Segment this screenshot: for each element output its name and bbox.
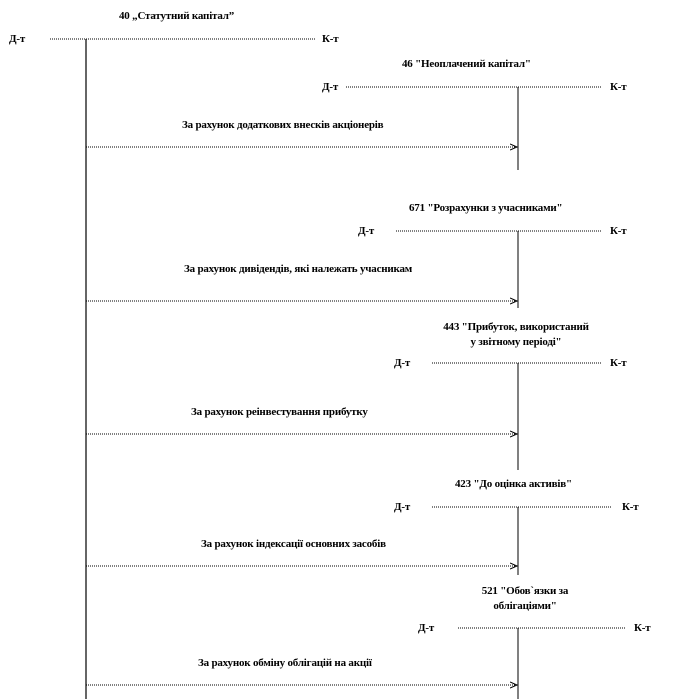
main-account-credit-label: К-т xyxy=(322,33,339,45)
entry-3-debit-label: Д-т xyxy=(394,357,411,369)
entry-5-description: За рахунок обміну облігацій на акції xyxy=(198,657,372,669)
entry-5-debit-label: Д-т xyxy=(418,622,435,634)
entry-1-credit-label: К-т xyxy=(610,81,627,93)
entry-1-debit-label: Д-т xyxy=(322,81,339,93)
entry-2-credit-label: К-т xyxy=(610,225,627,237)
entry-2-title: 671 "Розрахунки з учасниками" xyxy=(409,202,563,214)
entry-3-credit-label: К-т xyxy=(610,357,627,369)
entry-4-credit-label: К-т xyxy=(622,501,639,513)
entry-5-credit-label: К-т xyxy=(634,622,651,634)
entry-3-description: За рахунок реінвестування прибутку xyxy=(191,406,368,418)
entry-1-description: За рахунок додаткових внесків акціонерів xyxy=(182,119,384,131)
entry-3-title-line-2: у звітному періоді" xyxy=(470,336,562,348)
entry-4-debit-label: Д-т xyxy=(394,501,411,513)
entry-4-title: 423 "До оцінка активів" xyxy=(455,478,572,490)
entry-4-description: За рахунок індексації основних засобів xyxy=(201,538,386,550)
entry-5-title-line-2: облігаціями" xyxy=(493,600,557,612)
entry-2-debit-label: Д-т xyxy=(358,225,375,237)
entry-1-title: 46 "Неоплачений капітал" xyxy=(402,58,531,70)
entry-3-title-line-1: 443 "Прибуток, використаний xyxy=(443,321,589,333)
entry-2-description: За рахунок дивідендів, які належать учас… xyxy=(184,263,413,275)
main-account-title: 40 „Статутний капітал” xyxy=(119,10,235,22)
entry-5-title-line-1: 521 "Обов`язки за xyxy=(481,585,569,597)
main-account-debit-label: Д-т xyxy=(9,33,26,45)
